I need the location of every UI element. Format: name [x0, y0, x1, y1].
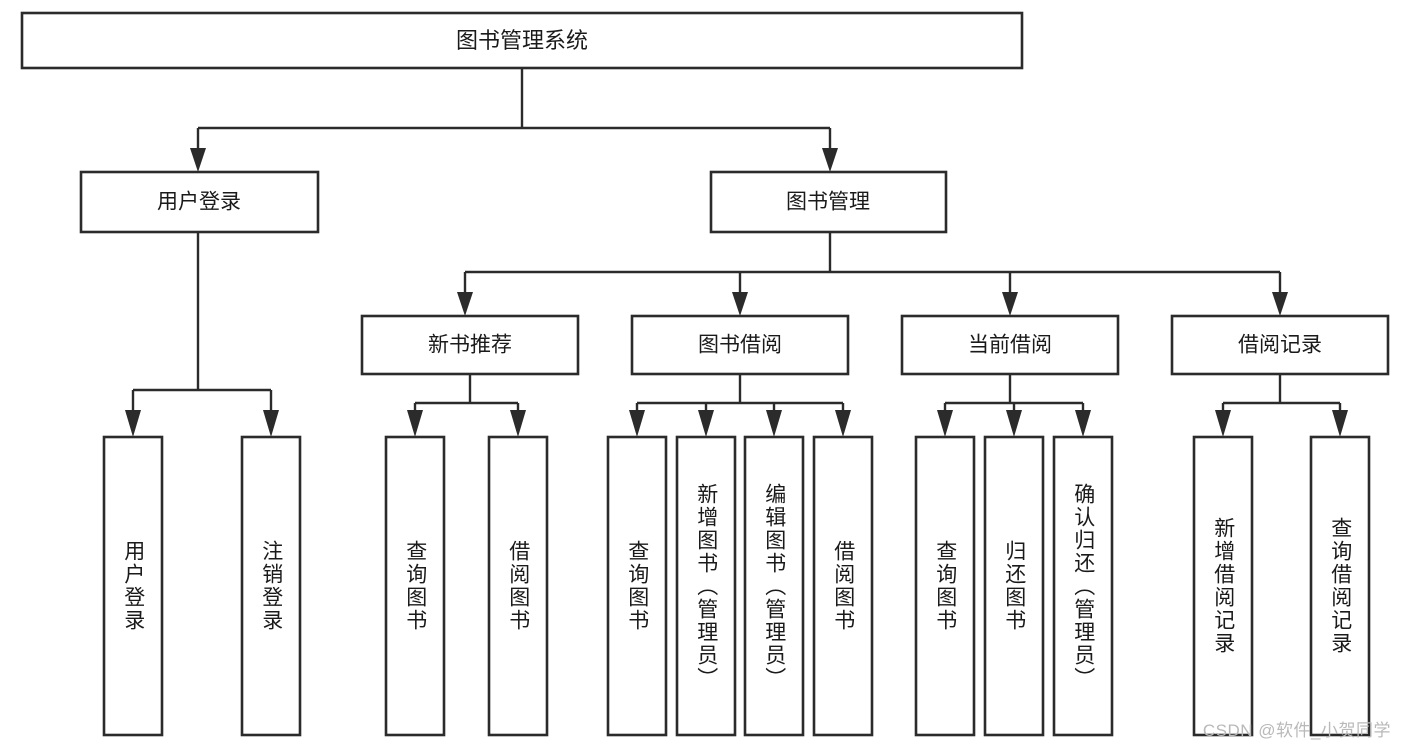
arrow-icon-currentborrow-leaf-3	[1075, 410, 1091, 437]
arrow-icon-to-current-borrow	[1002, 292, 1018, 316]
arrow-icon-to-user-login	[190, 148, 206, 172]
node-user-login[interactable]: 用户登录	[79, 170, 320, 234]
leaf-box-bookborrow-2[interactable]	[675, 435, 737, 737]
node-book-borrow-box	[630, 314, 850, 376]
node-borrow-records[interactable]: 借阅记录	[1170, 314, 1390, 376]
leaf-box-user-login-2[interactable]	[240, 435, 302, 737]
leaf-boxes-borrow-records	[1192, 435, 1371, 737]
node-borrow-records-label: 借阅记录	[1238, 334, 1322, 357]
leaf-box-bookborrow-3[interactable]	[743, 435, 805, 737]
node-root-label: 图书管理系统	[456, 28, 588, 53]
arrow-icon-userlogin-leaf-1	[125, 410, 141, 437]
connectors-bookmgmt-to-level3	[457, 232, 1288, 316]
leaf-boxes-new-book-recommend	[384, 435, 549, 737]
leaf-boxes-book-borrow	[606, 435, 874, 737]
leaf-box-bookborrow-1[interactable]	[606, 435, 668, 737]
node-book-management-box	[709, 170, 948, 234]
node-root-book-management-system[interactable]: 图书管理系统	[20, 11, 1024, 70]
leaf-box-currentborrow-2[interactable]	[983, 435, 1045, 737]
arrow-icon-to-new-book-recommend	[457, 292, 473, 316]
node-book-management[interactable]: 图书管理	[709, 170, 948, 234]
arrow-icon-borrowrecords-leaf-2	[1332, 410, 1348, 437]
arrow-icon-currentborrow-leaf-1	[937, 410, 953, 437]
arrow-icon-to-book-management	[822, 148, 838, 172]
arrow-icon-bookborrow-leaf-3	[766, 410, 782, 437]
connectors-userlogin-to-leaves	[125, 232, 279, 437]
arrow-icon-userlogin-leaf-2	[263, 410, 279, 437]
leaf-boxes-user-login	[102, 435, 302, 737]
arrow-icon-bookborrow-leaf-2	[698, 410, 714, 437]
node-new-book-recommend-label: 新书推荐	[428, 334, 512, 357]
leaf-box-newbook-2[interactable]	[487, 435, 549, 737]
arrow-icon-bookborrow-leaf-4	[835, 410, 851, 437]
leaf-box-borrowrecords-2[interactable]	[1309, 435, 1371, 737]
connectors-currentborrow-to-leaves	[937, 374, 1091, 437]
arrow-icon-bookborrow-leaf-1	[629, 410, 645, 437]
leaf-box-user-login-1[interactable]	[102, 435, 164, 737]
node-current-borrow[interactable]: 当前借阅	[900, 314, 1120, 376]
arrow-icon-newbook-leaf-1	[407, 410, 423, 437]
node-book-management-label: 图书管理	[786, 191, 870, 214]
arrow-icon-currentborrow-leaf-2	[1006, 410, 1022, 437]
leaf-box-currentborrow-1[interactable]	[914, 435, 976, 737]
arrow-icon-to-book-borrow	[732, 292, 748, 316]
connectors-borrowrecords-to-leaves	[1215, 374, 1348, 437]
arrow-icon-borrowrecords-leaf-1	[1215, 410, 1231, 437]
node-current-borrow-label: 当前借阅	[968, 334, 1052, 357]
node-root-box	[20, 11, 1024, 70]
node-new-book-recommend[interactable]: 新书推荐	[360, 314, 580, 376]
node-current-borrow-box	[900, 314, 1120, 376]
connectors-bookborrow-to-leaves	[629, 374, 851, 437]
node-borrow-records-box	[1170, 314, 1390, 376]
csdn-watermark: CSDN @软件_小贺同学	[1202, 721, 1391, 740]
node-book-borrow[interactable]: 图书借阅	[630, 314, 850, 376]
arrow-icon-newbook-leaf-2	[510, 410, 526, 437]
node-user-login-label: 用户登录	[157, 191, 241, 214]
leaf-box-bookborrow-4[interactable]	[812, 435, 874, 737]
leaf-box-borrowrecords-1[interactable]	[1192, 435, 1254, 737]
leaf-box-newbook-1[interactable]	[384, 435, 446, 737]
leaf-boxes-current-borrow	[914, 435, 1114, 737]
connectors-newbook-to-leaves	[407, 374, 526, 437]
arrow-icon-to-borrow-records	[1272, 292, 1288, 316]
node-user-login-box	[79, 170, 320, 234]
node-book-borrow-label: 图书借阅	[698, 334, 782, 357]
node-new-book-recommend-box	[360, 314, 580, 376]
leaf-box-currentborrow-3[interactable]	[1052, 435, 1114, 737]
connectors-root-to-level2	[190, 68, 838, 172]
